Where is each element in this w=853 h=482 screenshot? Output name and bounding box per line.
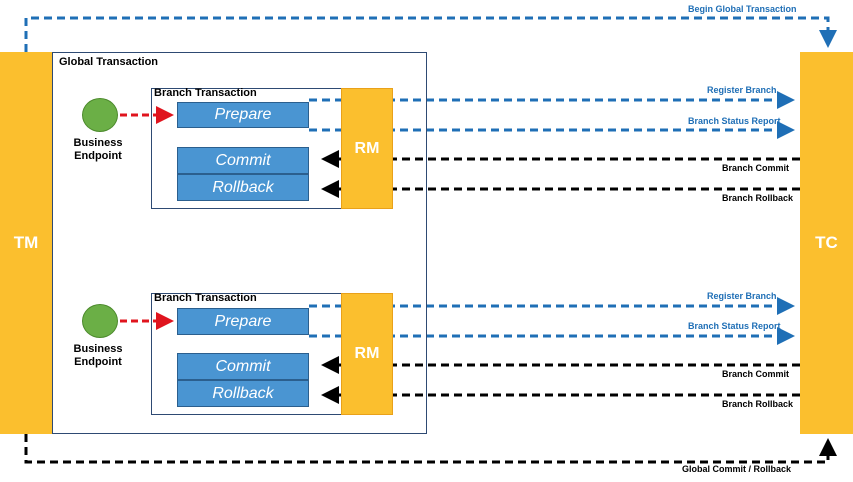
rm-label: RM — [354, 139, 380, 157]
rm-box: RM — [341, 293, 393, 415]
branch-transaction-title: Branch Transaction — [154, 87, 257, 99]
branch-commit-label: Branch Commit — [722, 369, 790, 379]
global-transaction-title: Global Transaction — [59, 56, 159, 68]
tm-bar: TM — [0, 52, 52, 434]
global-transaction-frame — [52, 52, 427, 434]
commit-box: Commit — [177, 147, 309, 174]
business-endpoint-label: Business Endpoint — [73, 343, 123, 368]
rollback-box: Rollback — [177, 174, 309, 201]
commit-label: Commit — [215, 357, 271, 375]
prepare-label: Prepare — [214, 312, 272, 330]
tc-bar: TC — [800, 52, 853, 434]
global-commit-rollback-label: Global Commit / Rollback — [682, 464, 792, 474]
branch-transaction-title: Branch Transaction — [154, 292, 257, 304]
branch-commit-label: Branch Commit — [722, 163, 790, 173]
business-endpoint-circle — [82, 98, 118, 132]
branch-rollback-label: Branch Rollback — [722, 399, 794, 409]
rollback-box: Rollback — [177, 380, 309, 407]
prepare-box: Prepare — [177, 102, 309, 128]
begin-global-transaction-label: Begin Global Transaction — [688, 4, 797, 14]
branch-rollback-label: Branch Rollback — [722, 193, 794, 203]
global-commit-rollback-arrow — [24, 434, 837, 464]
branch-status-report-label: Branch Status Report — [688, 116, 781, 126]
rm-box: RM — [341, 88, 393, 209]
branch-status-report-label: Branch Status Report — [688, 321, 781, 331]
business-endpoint-circle — [82, 304, 118, 338]
begin-global-transaction-arrow — [24, 16, 837, 52]
register-branch-label: Register Branch — [707, 85, 777, 95]
rollback-label: Rollback — [212, 384, 274, 402]
register-branch-label: Register Branch — [707, 291, 777, 301]
prepare-box: Prepare — [177, 308, 309, 335]
business-endpoint-label: Business Endpoint — [73, 137, 123, 162]
tc-label: TC — [815, 233, 838, 252]
commit-label: Commit — [215, 151, 271, 169]
commit-box: Commit — [177, 353, 309, 380]
tm-label: TM — [13, 233, 39, 252]
rollback-label: Rollback — [212, 178, 274, 196]
prepare-label: Prepare — [214, 106, 272, 123]
rm-label: RM — [354, 345, 380, 362]
